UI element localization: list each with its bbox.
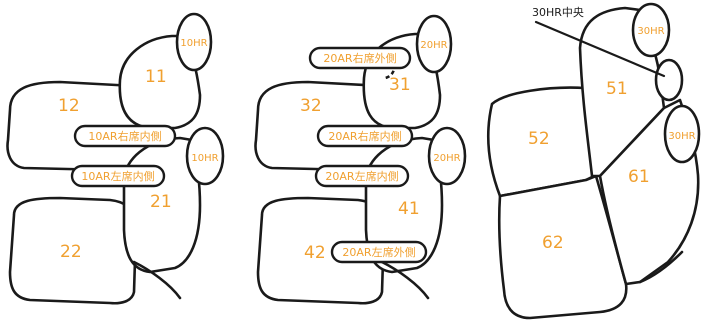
headrest-30hr-lower-label: 30HR [668, 131, 695, 142]
headrest-30hr-upper-label: 30HR [637, 26, 664, 37]
pill-20ar-right-outer-text: 20AR右席外側 [323, 51, 396, 65]
part-32-label: 32 [300, 96, 322, 116]
pill-20ar-left-inner-text: 20AR左席内側 [325, 169, 398, 183]
part-21-label: 21 [150, 192, 172, 212]
part-41-label: 41 [398, 199, 420, 219]
part-51-label: 51 [606, 79, 628, 99]
pill-10ar-right-inner-text: 10AR右席内側 [88, 129, 161, 143]
panel-middle: 20AR右席外側 20AR右席内側 20AR左席内側 20AR左席外側 31 3… [256, 16, 465, 303]
part-31-label: 31 [389, 75, 411, 95]
part-22-label: 22 [60, 242, 82, 262]
part-62-label: 62 [542, 233, 564, 253]
panel-right: 30HR中央 51 52 61 62 30HR 30HR [488, 4, 699, 318]
part-61-label: 61 [628, 167, 650, 187]
part-52-label: 52 [528, 129, 550, 149]
headrest-10hr-upper-label: 10HR [180, 38, 207, 49]
headrest-10hr-lower-label: 10HR [191, 153, 218, 164]
part-42-label: 42 [304, 243, 326, 263]
pill-10ar-left-inner-text: 10AR左席内側 [81, 169, 154, 183]
headrest-20hr-upper-label: 20HR [420, 40, 447, 51]
part-11-label: 11 [145, 67, 167, 87]
panel-left: 10AR右席内側 10AR左席内側 11 12 21 22 10HR 10HR [8, 14, 223, 303]
pill-20ar-right-inner-text: 20AR右席内側 [328, 129, 401, 143]
callout-30hr-center: 30HR中央 [532, 6, 584, 19]
part-12-label: 12 [58, 96, 80, 116]
headrest-20hr-lower-label: 20HR [433, 153, 460, 164]
pill-20ar-left-outer-text: 20AR左席外側 [342, 245, 415, 259]
headrest-30hr-center [656, 60, 682, 100]
